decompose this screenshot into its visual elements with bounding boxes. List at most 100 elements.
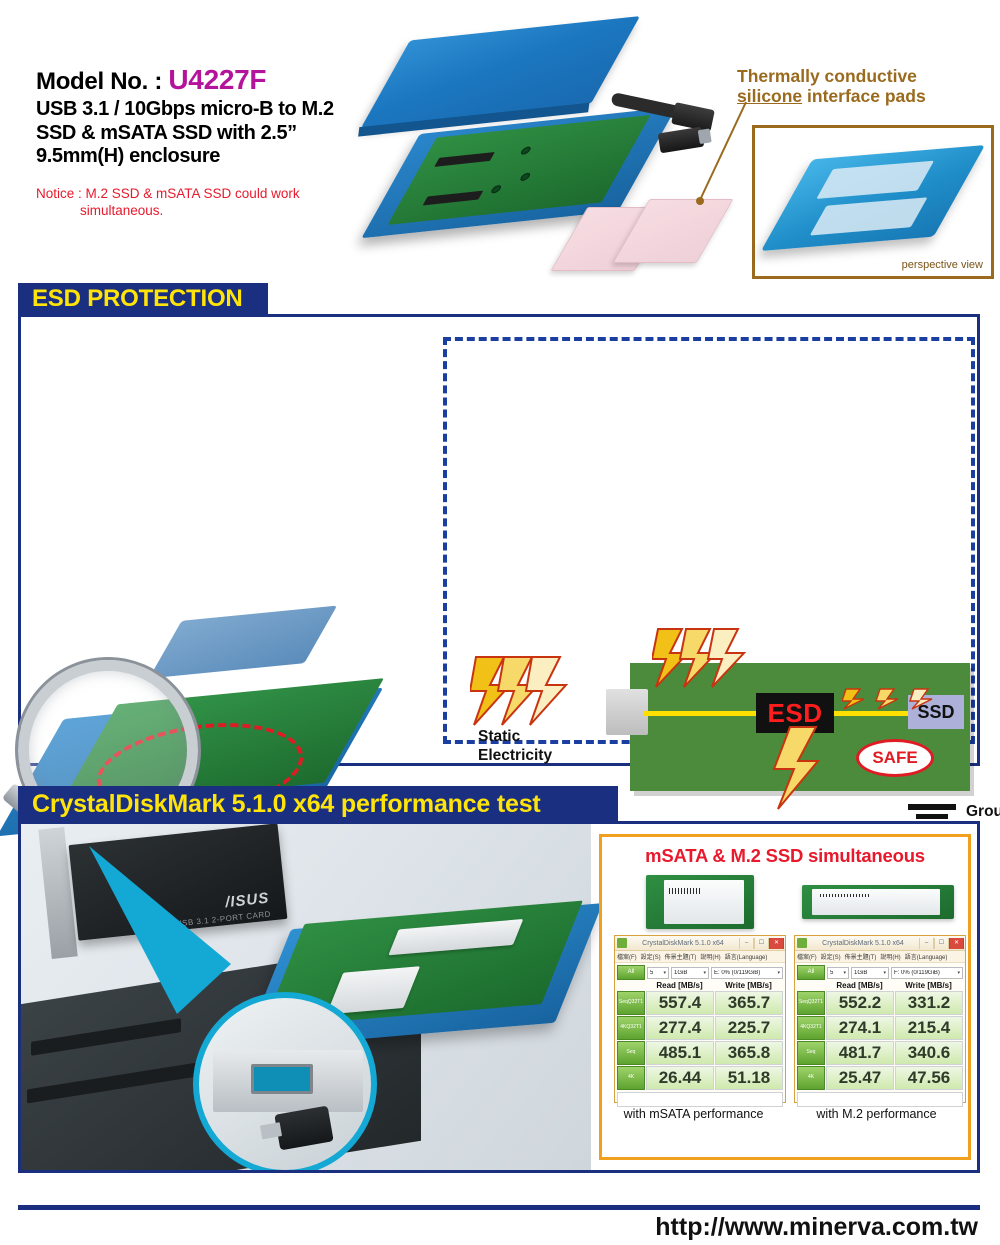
msata-ssd-photo [646, 875, 754, 929]
cdm-window-group: CrystalDiskMark 5.1.0 x64 – ☐ ✕ 檔案(F) 設定… [602, 935, 968, 1107]
close-button[interactable]: ✕ [949, 937, 964, 949]
cdm-menubar[interactable]: 檔案(F) 設定(S) 佈景主題(T) 說明(H) 語言(Language) [795, 951, 965, 963]
model-number: U4227F [168, 64, 267, 95]
minimize-button[interactable]: – [739, 937, 754, 949]
notice-line-1: Notice : M.2 SSD & mSATA SSD could work [36, 185, 300, 201]
run-count-select[interactable]: 5▾ [827, 966, 849, 979]
benchmark-captions: with mSATA performance with M.2 performa… [602, 1107, 968, 1121]
zoom-cone-icon [89, 846, 231, 1014]
cdm-body: All 5▾ 1GiB▾ E: 0% (0/119GiB)▾ [615, 963, 785, 1107]
static-line1: Static [478, 728, 521, 745]
test-size-select[interactable]: 1GiB▾ [851, 966, 889, 979]
cdm-window-m2[interactable]: CrystalDiskMark 5.1.0 x64 – ☐ ✕ 檔案(F) 設定… [794, 935, 966, 1107]
menu-settings[interactable]: 設定(S) [640, 955, 661, 961]
test-size-select[interactable]: 1GiB▾ [671, 966, 709, 979]
test-tag-seq[interactable]: Seq [617, 1041, 645, 1065]
assembled-enclosure [760, 145, 986, 251]
cdm-controls: All 5▾ 1GiB▾ F: 0% (0/119GiB)▾ [797, 965, 963, 980]
drive-select[interactable]: E: 0% (0/119GiB)▾ [711, 966, 783, 979]
menu-theme[interactable]: 佈景主題(T) [844, 955, 877, 961]
read-value-4k: 26.44 [646, 1066, 714, 1090]
pcb-schematic-safe: ESD SSD SAFE [606, 628, 970, 828]
maximize-button[interactable]: ☐ [754, 937, 769, 949]
esd-ic-label: ESD [767, 697, 823, 728]
chevron-down-icon: ▾ [777, 969, 780, 976]
cdm-window-title: CrystalDiskMark 5.1.0 x64 [822, 939, 904, 947]
menu-help[interactable]: 說明(H) [700, 955, 721, 961]
write-value-4k-q32t1: 225.7 [715, 1016, 783, 1040]
read-value-4k: 25.47 [826, 1066, 894, 1090]
cdm-titlebar[interactable]: CrystalDiskMark 5.1.0 x64 – ☐ ✕ [615, 936, 785, 951]
minimize-button[interactable]: – [919, 937, 934, 949]
cdm-result-row: Seq 481.7 340.6 [797, 1041, 963, 1065]
cdm-controls: All 5▾ 1GiB▾ E: 0% (0/119GiB)▾ [617, 965, 783, 980]
run-count-value: 5 [830, 969, 834, 976]
window-buttons[interactable]: – ☐ ✕ [739, 937, 784, 949]
menu-file[interactable]: 檔案(F) [797, 955, 817, 961]
enclosure-lid [360, 16, 641, 128]
menu-language[interactable]: 語言(Language) [904, 955, 948, 961]
screw-hole [518, 172, 532, 182]
discharge-bolt-to-ground-icon [772, 726, 821, 810]
company-url: http://www.minerva.com.tw [655, 1213, 978, 1241]
drive-value: F: 0% (0/119GiB) [894, 969, 940, 976]
model-line: Model No. : U4227F [36, 64, 376, 96]
maximize-button[interactable]: ☐ [934, 937, 949, 949]
test-tag-4k[interactable]: 4K [797, 1066, 825, 1090]
drive-select[interactable]: F: 0% (0/119GiB)▾ [891, 966, 963, 979]
close-button[interactable]: ✕ [769, 937, 784, 949]
test-tag-seq[interactable]: Seq [797, 1041, 825, 1065]
menu-help[interactable]: 說明(H) [880, 955, 901, 961]
footer-divider [18, 1205, 980, 1210]
caption-msata: with mSATA performance [623, 1107, 764, 1121]
cdm-body: All 5▾ 1GiB▾ F: 0% (0/119GiB)▾ [795, 963, 965, 1107]
menu-settings[interactable]: 設定(S) [820, 955, 841, 961]
chevron-down-icon: ▾ [703, 969, 706, 976]
cdm-frame: /ISUS USB 3.1 2-PORT CARD [18, 821, 980, 1173]
cdm-titlebar[interactable]: CrystalDiskMark 5.1.0 x64 – ☐ ✕ [795, 936, 965, 951]
header-read: Read [MB/s] [836, 981, 883, 990]
cdm-result-row: Seq 485.1 365.8 [617, 1041, 783, 1065]
test-tag-4k[interactable]: 4K [617, 1066, 645, 1090]
cdm-window-msata[interactable]: CrystalDiskMark 5.1.0 x64 – ☐ ✕ 檔案(F) 設定… [614, 935, 786, 1107]
chevron-down-icon: ▾ [663, 969, 666, 976]
chevron-down-icon: ▾ [883, 969, 886, 976]
cdm-banner-label: CrystalDiskMark 5.1.0 x64 performance te… [32, 789, 541, 818]
msata-slot [422, 190, 484, 206]
run-count-select[interactable]: 5▾ [647, 966, 669, 979]
m2-label-sticker [812, 889, 940, 915]
menu-theme[interactable]: 佈景主題(T) [664, 955, 697, 961]
screw-hole [489, 184, 503, 194]
notice-line-2: simultaneous. [80, 203, 164, 219]
menu-file[interactable]: 檔案(F) [617, 955, 637, 961]
read-value-seq: 485.1 [646, 1041, 714, 1065]
m2-ssd-photo [802, 885, 954, 919]
write-value-seq-q32t1: 331.2 [895, 991, 963, 1015]
write-value-4k-q32t1: 215.4 [895, 1016, 963, 1040]
window-buttons[interactable]: – ☐ ✕ [919, 937, 964, 949]
read-value-4k-q32t1: 274.1 [826, 1016, 894, 1040]
run-count-value: 5 [650, 969, 654, 976]
leader-line [690, 100, 750, 208]
ssd-block-safe: SSD [908, 695, 964, 729]
menu-language[interactable]: 語言(Language) [724, 955, 768, 961]
thermal-title-line1: Thermally conductive [737, 66, 917, 86]
all-test-button[interactable]: All [797, 965, 825, 980]
product-description: USB 3.1 / 10Gbps micro-B to M.2 SSD & mS… [36, 98, 334, 168]
cdm-column-headers: Read [MB/s] Write [MB/s] [825, 981, 963, 990]
all-test-button[interactable]: All [617, 965, 645, 980]
cdm-menubar[interactable]: 檔案(F) 設定(S) 佈景主題(T) 說明(H) 語言(Language) [615, 951, 785, 963]
esd-banner-label: ESD PROTECTION [32, 285, 243, 312]
screw-hole [519, 146, 533, 156]
esd-flow-safe: Static Electricity ESD SSD SAFE [468, 628, 1000, 845]
m2-ssd-module [388, 918, 524, 956]
